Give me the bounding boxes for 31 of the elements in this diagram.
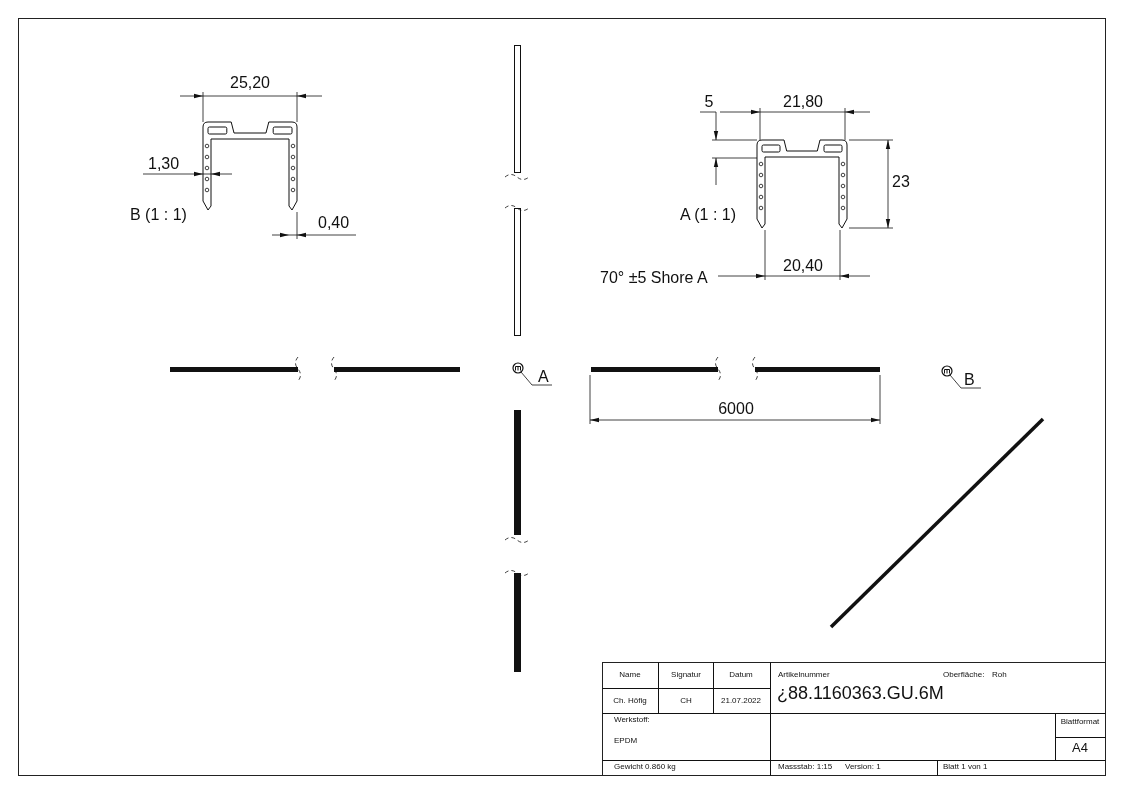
dimension-value: 25,20 [230, 74, 270, 92]
dimension-value: 0,40 [318, 214, 350, 232]
view-label: B (1 : 1) [130, 206, 187, 224]
material-note: 70° ±5 Shore A [600, 269, 708, 287]
field-value: Roh [992, 671, 1007, 680]
sheet-number: Blatt 1 von 1 [943, 763, 988, 772]
dimension-value: 23 [892, 173, 910, 191]
view-label: A (1 : 1) [680, 206, 737, 224]
weight-value: Gewicht 0.860 kg [614, 763, 676, 772]
field-label: Blattformat [1060, 718, 1100, 727]
column-header: Name [619, 671, 641, 680]
dimension-value: 20,40 [783, 257, 823, 275]
view-letter: A [538, 368, 549, 386]
view-letter: B [964, 371, 975, 389]
author-name: Ch. Höfig [613, 697, 647, 706]
date-value: 21.07.2022 [721, 697, 761, 706]
sheet-format-value: A4 [1072, 741, 1088, 756]
dimension-value: 21,80 [783, 93, 823, 111]
field-label: Werkstoff: [614, 716, 650, 725]
version-value: Version: 1 [845, 763, 881, 772]
dimension-value: 6000 [718, 400, 754, 418]
material-value: EPDM [614, 737, 638, 746]
field-label: Oberfläche: [943, 671, 985, 680]
field-label: Artikelnummer [778, 671, 830, 680]
dimension-value: 5 [704, 93, 714, 111]
dimension-value: 1,30 [148, 155, 180, 173]
scale-value: Massstab: 1:15 [778, 763, 833, 772]
signature-value: CH [680, 697, 692, 706]
article-number: ¿88.1160363.GU.6M [777, 684, 944, 704]
column-header: Signatur [671, 671, 701, 680]
column-header: Datum [729, 671, 753, 680]
